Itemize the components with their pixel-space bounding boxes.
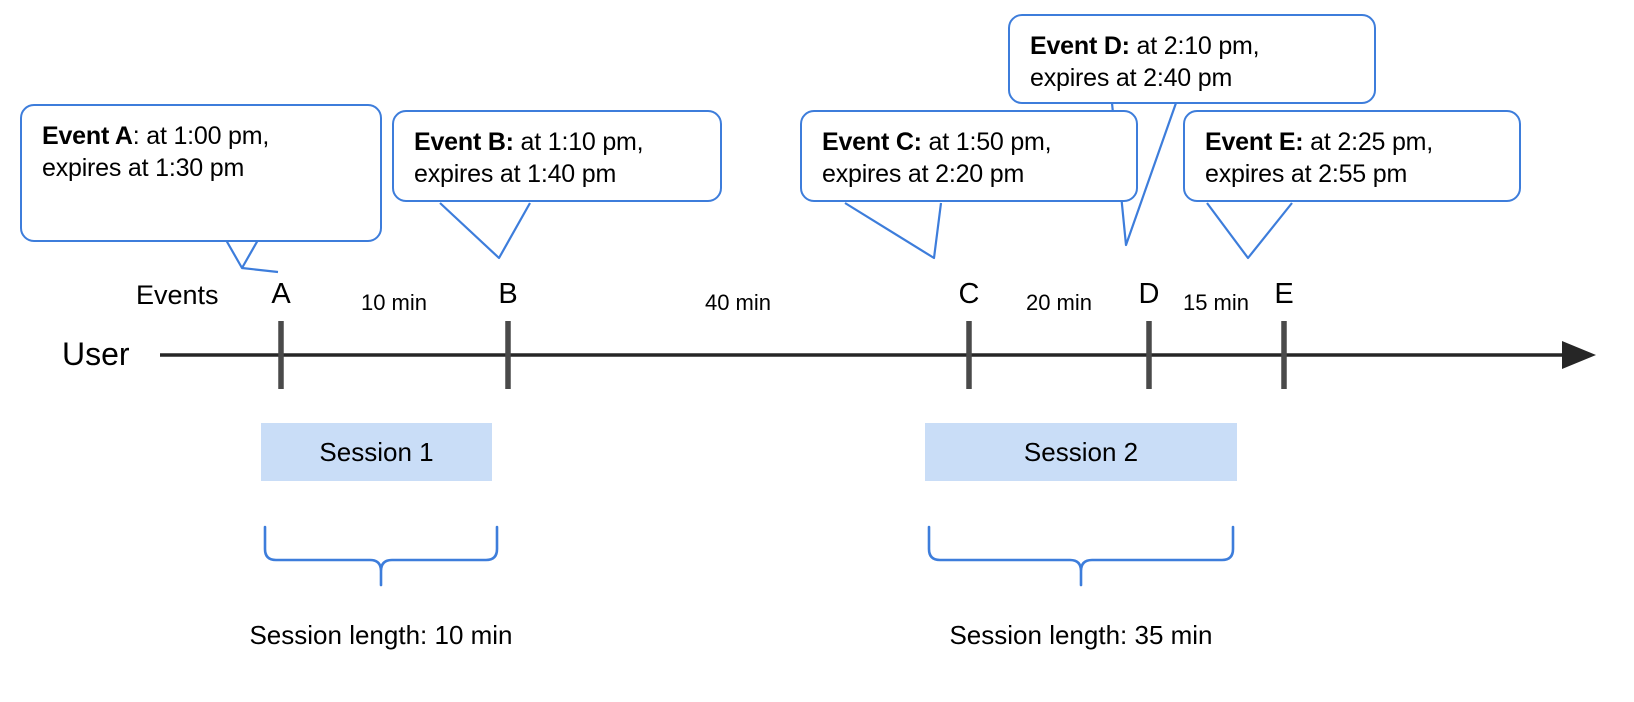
callout-event-a-bold: Event A — [42, 122, 133, 150]
session-bar-1[interactable]: Session 1 — [261, 423, 492, 481]
tail-event-e — [1206, 202, 1293, 260]
callout-event-c[interactable]: Event C: at 1:50 pm, expires at 2:20 pm — [800, 110, 1138, 202]
session-1-length-label: Session length: 10 min — [249, 620, 513, 650]
callout-event-e[interactable]: Event E: at 2:25 pm, expires at 2:55 pm — [1183, 110, 1521, 202]
callout-event-e-line1: Event E: at 2:25 pm, — [1205, 128, 1433, 156]
tail-event-a-stem — [241, 266, 279, 274]
callout-event-e-line2: expires at 2:55 pm — [1205, 160, 1408, 188]
callout-event-c-line1: Event C: at 1:50 pm, — [822, 128, 1052, 156]
tail-event-b — [439, 202, 531, 260]
callout-event-a[interactable]: Event A: at 1:00 pm, expires at 1:30 pm — [20, 104, 382, 242]
callout-event-c-bold: Event C: — [822, 128, 922, 156]
tick-label-e: E — [1274, 278, 1294, 310]
session-bar-1-label: Session 1 — [319, 436, 434, 467]
tick-label-d: D — [1138, 278, 1160, 310]
gap-label-a-b: 10 min — [360, 290, 428, 315]
tick-label-b: B — [498, 278, 518, 310]
brace-session-1 — [263, 525, 499, 587]
callout-event-b-line2: expires at 1:40 pm — [414, 160, 617, 188]
gap-label-c-d: 20 min — [1025, 290, 1093, 315]
session-bar-2[interactable]: Session 2 — [925, 423, 1237, 481]
axis-row-label-user: User — [62, 336, 130, 372]
callout-event-c-line2: expires at 2:20 pm — [822, 160, 1025, 188]
session-2-length-label: Session length: 35 min — [949, 620, 1213, 650]
callout-event-b[interactable]: Event B: at 1:10 pm, expires at 1:40 pm — [392, 110, 722, 202]
callout-event-a-line1: Event A: at 1:00 pm, — [42, 122, 269, 150]
callout-event-e-rest: at 2:25 pm, — [1303, 128, 1434, 156]
brace-session-2 — [927, 525, 1235, 587]
gap-label-b-c: 40 min — [704, 290, 772, 315]
callout-event-b-rest: at 1:10 pm, — [513, 128, 644, 156]
tick-label-c: C — [958, 278, 980, 310]
session-bar-2-label: Session 2 — [1023, 436, 1139, 467]
callout-event-d[interactable]: Event D: at 2:10 pm, expires at 2:40 pm — [1008, 14, 1376, 104]
tick-label-a: A — [271, 278, 291, 310]
callout-event-d-line2: expires at 2:40 pm — [1030, 64, 1233, 92]
axis-events-label: Events — [136, 280, 219, 310]
callout-event-d-rest: at 2:10 pm, — [1129, 32, 1260, 60]
callout-event-d-line1: Event D: at 2:10 pm, — [1030, 32, 1260, 60]
callout-event-a-rest: : at 1:00 pm, — [132, 122, 270, 150]
callout-event-d-bold: Event D: — [1030, 32, 1130, 60]
callout-event-b-line1: Event B: at 1:10 pm, — [414, 128, 644, 156]
callout-event-b-bold: Event B: — [414, 128, 514, 156]
tail-event-c — [844, 202, 943, 260]
timeline-arrow-head — [1562, 341, 1596, 369]
callout-event-c-rest: at 1:50 pm, — [921, 128, 1052, 156]
gap-label-d-e: 15 min — [1182, 290, 1250, 315]
callout-event-a-line2: expires at 1:30 pm — [42, 154, 245, 182]
callout-event-e-bold: Event E: — [1205, 128, 1304, 156]
